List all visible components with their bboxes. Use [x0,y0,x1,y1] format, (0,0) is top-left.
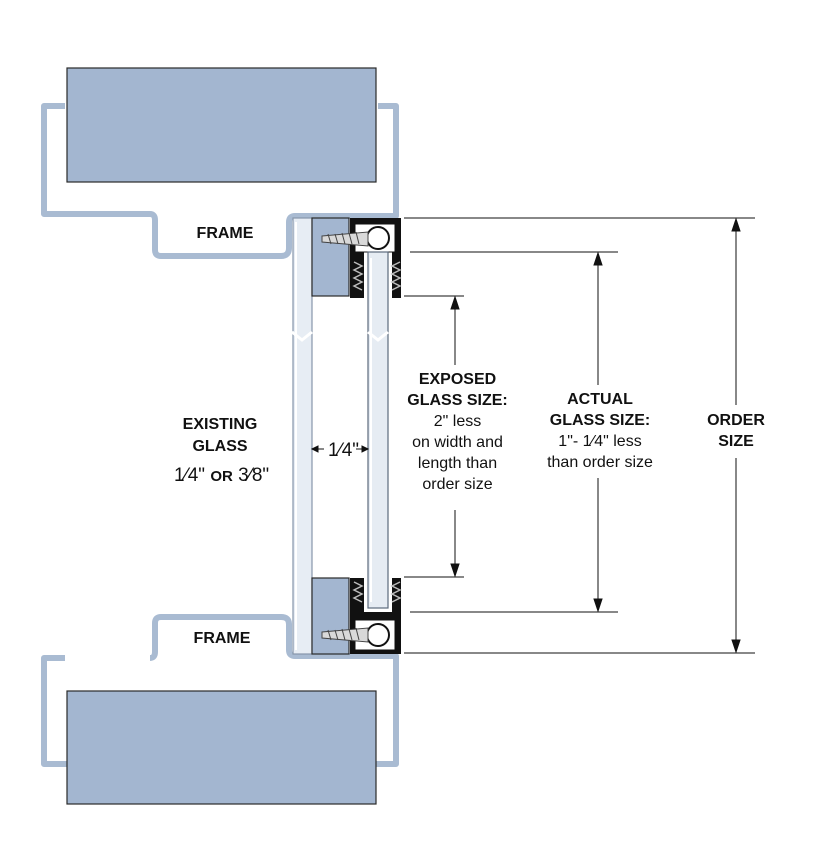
frame-top-label: FRAME [196,225,254,242]
frame-bottom-label: FRAME [193,630,251,647]
order-size-line1: ORDER [707,412,765,429]
order-size-label: ORDER SIZE [690,410,782,452]
existing-glass-or: OR [210,468,233,485]
actual-title-line2: GLASS SIZE: [549,412,651,429]
existing-glass-break-mark [291,330,313,342]
actual-glass-size-label: ACTUAL GLASS SIZE: 1"- 1⁄4" less than or… [535,389,665,473]
bottom-screw [321,627,369,643]
top-frame-outline [41,103,399,259]
actual-glass-dimension [593,251,603,613]
order-size-line2: SIZE [718,433,754,450]
exposed-body-line3: length than [417,455,498,472]
exposed-glass-size-label: EXPOSED GLASS SIZE: 2" less on width and… [395,369,520,495]
exposed-title-line1: EXPOSED [418,371,497,388]
new-glass-pane [367,251,389,609]
exposed-title-line2: GLASS SIZE: [407,392,508,409]
bottom-frame-outline [41,614,399,767]
existing-glass-label-line1: EXISTING [182,416,258,433]
existing-glass-option-2: 3⁄8" [238,465,270,486]
order-size-dimension [731,217,741,654]
top-frame-box [66,67,377,183]
exposed-body-line4: order size [422,476,493,493]
bottom-spacer-block [311,577,350,655]
exposed-body-line1: 2" less [433,413,482,430]
existing-glass-pane [292,217,313,655]
exposed-body-line2: on width and [412,434,503,451]
existing-glass-label-line2: GLASS [192,438,248,455]
top-spacer-block [311,217,350,297]
existing-glass-thickness: 1⁄4" OR 3⁄8" [174,465,294,487]
new-glass-break-mark [367,330,389,342]
actual-body-line1: 1"- 1⁄4" less [558,433,642,450]
gap-dimension [310,445,370,453]
actual-title-line1: ACTUAL [567,391,633,408]
bottom-frame-box [66,690,377,805]
existing-glass-option-1: 1⁄4" [174,465,206,486]
dimension-extension-lines [404,217,755,654]
actual-body-line2: than order size [547,454,653,471]
top-screw [321,231,369,247]
exposed-glass-dimension [450,295,460,578]
gap-label: 1⁄4" [328,440,360,461]
